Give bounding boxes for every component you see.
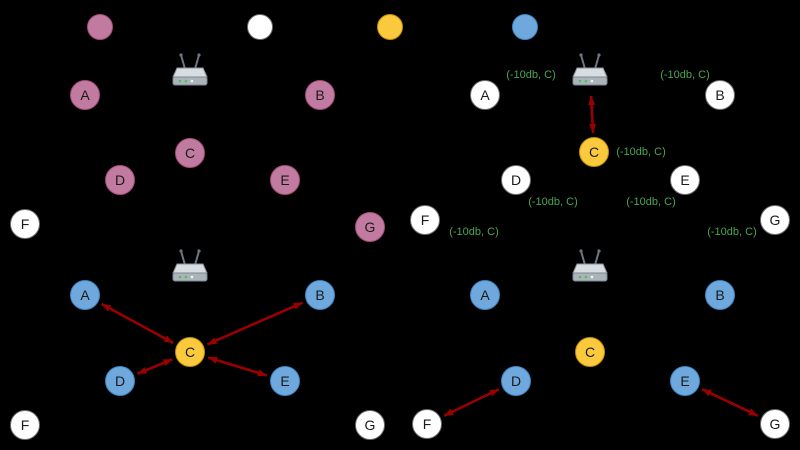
wifi-router-icon-top-right [566,52,614,92]
signal-strength-label: (-10db, C) [506,69,556,81]
node-b-bottom-left: B [305,280,335,310]
arrow-c-e-bottom-left [207,356,268,377]
legend-dot-blue [512,14,538,40]
arrow-f-d-bottom-right [443,388,500,417]
wifi-router-icon-bottom-right [566,248,614,288]
wifi-router-icon-bottom-left [166,248,214,288]
signal-strength-label: (-10db, C) [449,226,499,238]
node-e-bottom-left: E [270,366,300,396]
wifi-router-icon-top-left [166,52,214,92]
node-f-bottom-right: F [412,409,442,439]
node-d-top-left: D [105,165,135,195]
signal-strength-label: (-10db, C) [616,146,666,158]
node-f-bottom-left: F [10,410,40,440]
node-b-top-left: B [305,80,335,110]
node-e-top-left: E [270,165,300,195]
legend-dot-white [247,14,273,40]
node-c-top-right: C [579,137,609,167]
node-b-top-right: B [705,80,735,110]
node-f-top-right: F [410,205,440,235]
node-a-bottom-right: A [470,280,500,310]
signal-strength-label: (-10db, C) [660,69,710,81]
node-c-bottom-right: C [575,337,605,367]
node-a-top-right: A [470,80,500,110]
node-c-top-left: C [175,138,205,168]
node-e-top-right: E [670,165,700,195]
arrow-c-d-bottom-left [137,358,173,375]
signal-strength-label: (-10db, C) [528,196,578,208]
node-g-top-left: G [355,212,385,242]
signal-strength-label: (-10db, C) [707,226,757,238]
arrow-g-e-bottom-right [701,388,759,417]
node-d-top-right: D [501,165,531,195]
node-d-bottom-left: D [105,366,135,396]
node-e-bottom-right: E [670,366,700,396]
node-b-bottom-right: B [705,280,735,310]
node-g-bottom-right: G [760,409,790,439]
node-a-top-left: A [70,80,100,110]
legend-dot-yellow [377,14,403,40]
node-c-bottom-left: C [175,337,205,367]
arrow-router-c-top-right [588,95,597,134]
signal-strength-label: (-10db, C) [626,196,676,208]
node-d-bottom-right: D [501,366,531,396]
node-f-top-left: F [10,209,40,239]
node-a-bottom-left: A [70,280,100,310]
arrow-c-a-bottom-left [101,302,174,345]
node-g-bottom-left: G [355,410,385,440]
arrow-c-b-bottom-left [206,301,304,346]
node-g-top-right: G [760,205,790,235]
legend-dot-pink [87,14,113,40]
